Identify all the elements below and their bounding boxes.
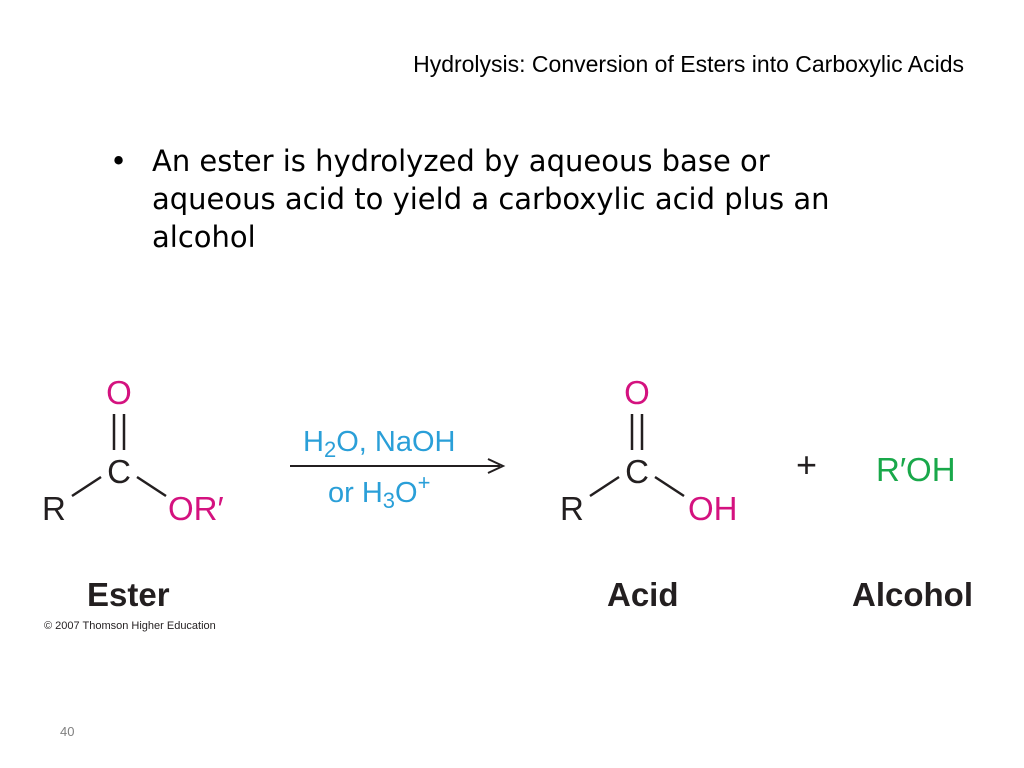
acid-oh-bond (654, 475, 685, 498)
slide-title: Hydrolysis: Conversion of Esters into Ca… (413, 51, 964, 77)
bullet-dot: • (110, 144, 128, 178)
ester-r-group: R (42, 490, 66, 527)
acid-carbonyl-oxygen: O (624, 374, 650, 411)
condition-base: H2O, NaOH (303, 426, 455, 462)
bullet-item: • An ester is hydrolyzed by aqueous base… (110, 142, 900, 256)
acid-carbon: C (625, 453, 649, 490)
acid-oh-group: OH (688, 490, 738, 527)
reaction-conditions: H2O, NaOH or H3O+ (290, 426, 506, 513)
ester-r-bond (71, 475, 102, 498)
plus-sign: + (796, 444, 817, 485)
bullet-text: An ester is hydrolyzed by aqueous base o… (152, 144, 830, 254)
alcohol-formula: R′OH (876, 451, 956, 488)
slide-number: 40 (60, 724, 75, 739)
acid-label: Acid (607, 576, 679, 613)
ester-structure: O C R OR′ Ester © 2007 Thomson Higher Ed… (42, 374, 224, 632)
condition-acid: or H3O+ (328, 470, 430, 513)
reaction-arrow-head (487, 458, 506, 474)
acid-r-group: R (560, 490, 584, 527)
copyright-notice: © 2007 Thomson Higher Education (44, 620, 216, 632)
acid-r-bond (589, 475, 620, 498)
ester-or-group: OR′ (168, 490, 224, 527)
ester-label: Ester (87, 576, 170, 613)
alcohol-structure: R′OH Alcohol (852, 451, 973, 613)
ester-or-bond (136, 475, 167, 498)
ester-carbonyl-oxygen: O (106, 374, 132, 411)
alcohol-label: Alcohol (852, 576, 973, 613)
ester-carbon: C (107, 453, 131, 490)
acid-structure: O C R OH Acid (560, 374, 738, 613)
